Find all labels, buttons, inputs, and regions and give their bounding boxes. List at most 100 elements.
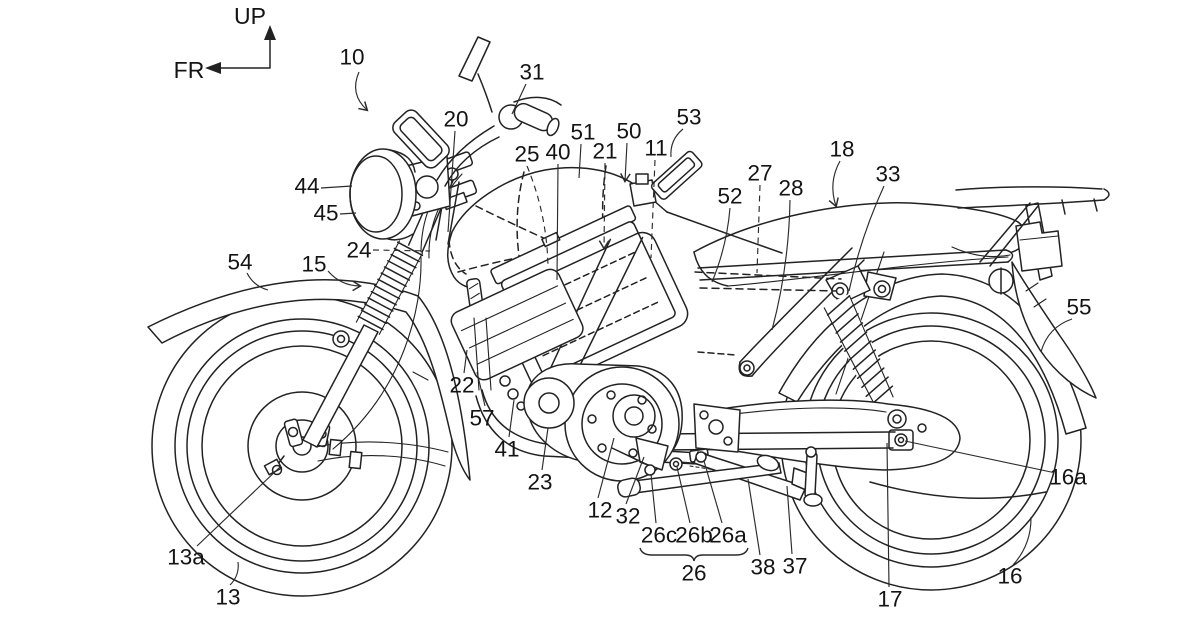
leader-38	[747, 478, 761, 556]
orientation-indicator: UP FR	[174, 3, 276, 83]
part-label-51: 51	[570, 120, 595, 145]
leader-40	[556, 163, 559, 281]
part-label-24: 24	[346, 238, 371, 263]
fork-gaiter	[355, 240, 424, 335]
part-label-50: 50	[616, 119, 641, 144]
rear-shock	[823, 265, 903, 423]
leader-24	[372, 249, 431, 252]
leader-16a	[904, 440, 1052, 473]
leader-26b	[676, 466, 691, 524]
part-label-11: 11	[644, 136, 667, 161]
part-label-40: 40	[545, 140, 570, 165]
tail-unit	[1015, 202, 1063, 281]
leader-54	[246, 272, 269, 291]
orientation-axes-line	[211, 33, 271, 69]
up-label: UP	[234, 3, 266, 29]
leader-15	[327, 270, 362, 292]
part-label-32: 32	[615, 504, 640, 529]
part-label-37: 37	[782, 554, 807, 579]
part-label-38: 38	[750, 555, 775, 580]
part-label-52: 52	[717, 184, 742, 209]
leader-26a	[703, 460, 723, 524]
part-label-33: 33	[875, 162, 900, 187]
part-label-21: 21	[592, 139, 617, 164]
instrument-meter	[392, 109, 450, 169]
leader-27	[756, 184, 761, 274]
leader-44	[320, 185, 353, 189]
leader-17	[886, 442, 890, 588]
leader-22	[463, 349, 468, 374]
leader-45	[339, 212, 357, 215]
part-label-10: 10	[339, 45, 364, 70]
part-label-53: 53	[676, 105, 701, 130]
part-label-54: 54	[227, 250, 252, 275]
turn-signal	[629, 150, 703, 207]
leader-26c	[650, 473, 657, 524]
leader-52	[711, 207, 731, 283]
part-label-26a: 26a	[709, 523, 747, 548]
part-label-18: 18	[829, 137, 854, 162]
mount-bolts	[499, 375, 526, 411]
leader-50	[619, 142, 631, 183]
leader-25	[526, 165, 549, 269]
swing-arm	[702, 399, 961, 471]
leader-51	[578, 143, 582, 179]
leader-31	[511, 83, 527, 115]
bike-art	[147, 36, 1110, 597]
shock-spring	[823, 293, 899, 411]
part-label-45: 45	[313, 201, 338, 226]
part-label-16a: 16a	[1049, 465, 1087, 490]
part-label-26c: 26c	[641, 523, 677, 548]
part-label-28: 28	[778, 176, 803, 201]
leader-21	[598, 162, 610, 250]
seat	[693, 202, 1027, 287]
leader-23	[541, 427, 549, 471]
fr-label: FR	[174, 57, 205, 83]
part-label-31: 31	[519, 60, 544, 85]
leader-20	[447, 130, 456, 233]
leader-12	[597, 437, 615, 499]
part-label-12: 12	[587, 498, 612, 523]
rear-carrier	[955, 186, 1110, 295]
leader-55	[1040, 318, 1073, 353]
part-label-16: 16	[997, 564, 1022, 589]
part-label-23: 23	[527, 470, 552, 495]
leader-11	[650, 159, 656, 259]
leader-37	[786, 485, 793, 555]
leader-13a	[196, 466, 281, 547]
part-label-17: 17	[877, 587, 902, 612]
part-label-15: 15	[301, 252, 326, 277]
part-label-26: 26	[681, 561, 706, 586]
group-26-brace: 26	[639, 547, 749, 586]
part-label-20: 20	[443, 107, 468, 132]
part-label-13a: 13a	[167, 545, 205, 570]
leader-57	[476, 371, 486, 407]
pivot-plate	[693, 403, 741, 453]
leader-10	[355, 71, 369, 112]
part-label-22: 22	[449, 373, 474, 398]
part-label-26b: 26b	[675, 523, 713, 548]
part-label-57: 57	[469, 406, 494, 431]
fr-arrowhead	[205, 62, 221, 74]
part-label-27: 27	[747, 161, 772, 186]
up-arrowhead	[264, 25, 276, 40]
leader-33	[848, 185, 885, 292]
mirror	[458, 36, 493, 113]
leader-32	[625, 456, 645, 505]
part-label-44: 44	[294, 174, 319, 199]
headlight	[349, 148, 451, 241]
brace-path	[639, 547, 749, 562]
leader-28	[771, 199, 791, 331]
part-label-25: 25	[514, 142, 539, 167]
front-fender	[147, 279, 471, 481]
part-label-41: 41	[494, 437, 519, 462]
leader-13	[229, 561, 239, 586]
leader-18	[828, 160, 841, 208]
part-label-55: 55	[1066, 295, 1091, 320]
leader-41	[508, 399, 515, 438]
lower-battery-tray	[450, 268, 584, 381]
part-label-13: 13	[215, 585, 240, 610]
